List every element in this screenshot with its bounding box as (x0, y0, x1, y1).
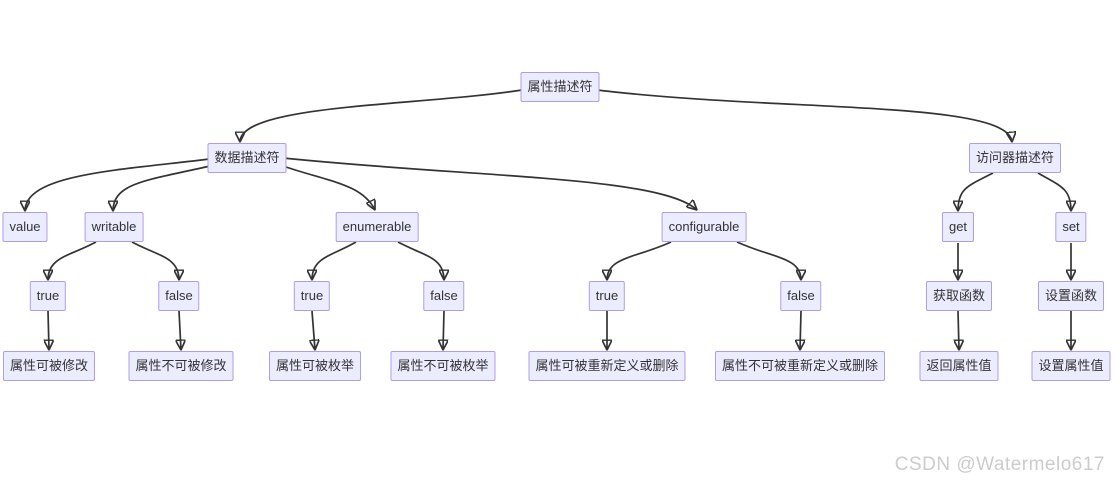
edge-enumerabletrue-desc (312, 310, 315, 350)
node-configurable: configurable (661, 212, 747, 242)
edge-writable-false (131, 241, 179, 280)
node-configurable-true-desc: 属性可被重新定义或删除 (528, 351, 686, 381)
node-value: value (2, 212, 48, 242)
node-writable-true: true (29, 281, 67, 311)
edge-configurable-true (607, 241, 672, 280)
node-enumerable-false-desc: 属性不可被枚举 (390, 351, 496, 381)
edge-accessor-set (1037, 172, 1071, 211)
edge-data-value (25, 158, 211, 211)
node-enumerable-false: false (423, 281, 465, 311)
edge-data-enumerable (282, 165, 375, 210)
node-set: set (1055, 212, 1087, 242)
node-enumerable-true-desc: 属性可被枚举 (268, 351, 362, 381)
node-set-result: 设置属性值 (1031, 351, 1111, 381)
node-writable: writable (84, 212, 144, 242)
node-writable-true-desc: 属性可被修改 (2, 351, 96, 381)
node-get-result: 返回属性值 (919, 351, 999, 381)
watermark: CSDN @Watermelo617 (894, 454, 1105, 475)
node-enumerable-true: true (293, 281, 331, 311)
edge-configurablefalse-desc (800, 310, 801, 350)
edge-root-accessor (596, 89, 1012, 142)
edge-data-writable (113, 165, 211, 211)
edge-enumerablefalse-desc (443, 310, 444, 350)
node-get: get (941, 212, 975, 242)
edge-configurable-false (736, 241, 801, 280)
node-configurable-false-desc: 属性不可被重新定义或删除 (714, 351, 886, 381)
node-configurable-false: false (780, 281, 822, 311)
node-data-descriptor: 数据描述符 (207, 143, 287, 173)
node-root: 属性描述符 (520, 72, 600, 102)
edge-accessor-get (958, 172, 994, 211)
node-configurable-true: true (588, 281, 626, 311)
edge-writabletrue-desc (48, 310, 49, 350)
edge-enumerable-true (312, 241, 357, 280)
node-set-function: 设置函数 (1037, 281, 1105, 311)
node-enumerable: enumerable (335, 212, 419, 242)
node-writable-false-desc: 属性不可被修改 (128, 351, 234, 381)
edge-writable-true (48, 241, 97, 280)
edge-data-configurable (282, 157, 697, 210)
node-accessor-descriptor: 访问器描述符 (968, 143, 1062, 173)
edge-enumerable-false (397, 241, 444, 280)
node-writable-false: false (158, 281, 200, 311)
node-get-function: 获取函数 (925, 281, 993, 311)
edge-writablefalse-desc (179, 310, 181, 350)
edge-root-data (240, 89, 523, 142)
edge-getfunction-result (958, 310, 959, 350)
